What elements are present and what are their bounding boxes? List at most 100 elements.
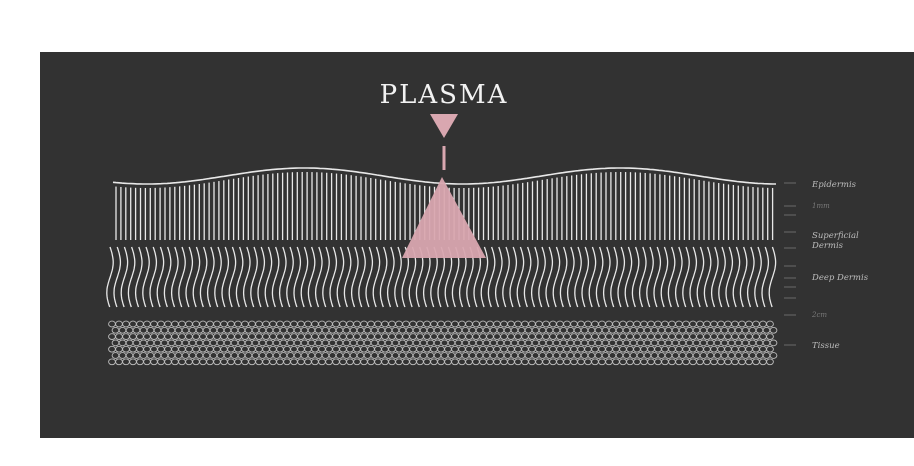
tissue-cell [710, 320, 718, 328]
tissue-cell [633, 333, 641, 340]
tissue-cell [342, 339, 351, 347]
collagen-fiber [631, 246, 640, 308]
tissue-cell [692, 352, 701, 359]
tissue-cell [426, 352, 435, 359]
tissue-cell [192, 358, 200, 366]
tissue-cell [356, 326, 365, 334]
tissue-cell [685, 352, 694, 359]
tissue-cell [174, 326, 183, 334]
tissue-cell [328, 339, 337, 347]
tissue-cell [454, 352, 463, 359]
collagen-fiber [624, 246, 633, 308]
tissue-cell [367, 358, 375, 366]
collagen-fiber [516, 246, 525, 308]
tissue-cell [510, 352, 519, 359]
tissue-cell [349, 352, 358, 359]
tissue-cell [496, 326, 505, 334]
tissue-cell [416, 320, 424, 328]
tissue-cell [146, 326, 155, 334]
tissue-cell [629, 326, 638, 334]
tissue-cell [717, 320, 725, 328]
tissue-cell [430, 345, 438, 353]
tissue-cell [251, 326, 260, 334]
tissue-cell [227, 358, 235, 366]
collagen-fiber [588, 246, 597, 308]
tissue-cell [195, 352, 204, 359]
tissue-cell [255, 320, 263, 328]
tissue-cell [696, 333, 704, 340]
tissue-cell [157, 320, 165, 328]
tissue-cell [451, 358, 459, 366]
collagen-fiber [703, 246, 712, 308]
tissue-cell [262, 345, 270, 353]
tissue-cell [528, 345, 536, 353]
tissue-cell [752, 320, 760, 328]
tissue-cell [363, 326, 372, 334]
collagen-fiber [718, 246, 726, 308]
tissue-cell [370, 326, 379, 334]
tissue-cell [713, 339, 722, 347]
tissue-cell [412, 352, 421, 359]
tissue-cell [339, 358, 347, 366]
tissue-cell [528, 320, 536, 328]
tissue-cell [279, 352, 288, 359]
collagen-fiber [710, 246, 719, 308]
tissue-cell [188, 339, 197, 347]
tissue-cell [430, 320, 438, 328]
collagen-fiber [250, 246, 258, 308]
tissue-cell [479, 320, 487, 328]
tissue-cell [636, 352, 645, 359]
tissue-cell [507, 333, 515, 340]
tissue-cell [703, 333, 711, 340]
tissue-cell [388, 345, 396, 353]
tissue-cell [353, 333, 361, 340]
tissue-cell [178, 345, 186, 353]
tissue-cell [608, 326, 617, 334]
tissue-cell [297, 333, 305, 340]
tissue-cell [419, 326, 428, 334]
tissue-cell [111, 352, 120, 359]
tissue-cell [255, 358, 263, 366]
tissue-cell [230, 339, 239, 347]
tissue-cell [167, 339, 176, 347]
tissue-cell [255, 333, 263, 340]
tissue-cell [524, 326, 533, 334]
tissue-cell [570, 358, 578, 366]
tissue-cell [115, 320, 123, 328]
tissue-cell [633, 358, 641, 366]
depth-label-2cm: 2cm [812, 311, 828, 319]
tissue-cell [573, 352, 582, 359]
tissue-cell [230, 326, 239, 334]
tissue-cell [451, 345, 459, 353]
collagen-fiber [746, 246, 755, 308]
tissue-cell [192, 333, 200, 340]
tissue-cell [118, 352, 127, 359]
collagen-fiber [257, 246, 266, 308]
tissue-cell [216, 352, 225, 359]
tissue-cell [423, 358, 431, 366]
tissue-cell [640, 345, 648, 353]
tissue-cell [570, 345, 578, 353]
tissue-cell [675, 320, 683, 328]
tissue-cell [332, 320, 340, 328]
tissue-cell [381, 345, 389, 353]
tissue-cell [759, 333, 767, 340]
tissue-cell [542, 345, 550, 353]
collagen-fiber [314, 246, 323, 308]
tissue-cell [213, 320, 221, 328]
tissue-cell [143, 345, 151, 353]
tissue-cell [584, 345, 592, 353]
tissue-cell [374, 345, 382, 353]
collagen-fiber [574, 246, 582, 308]
tissue-cell [248, 320, 256, 328]
tissue-cell [297, 358, 305, 366]
tissue-cell [559, 339, 568, 347]
tissue-cell [671, 339, 680, 347]
tissue-cell [514, 320, 522, 328]
tissue-cell [671, 352, 680, 359]
collagen-fiber [286, 246, 294, 308]
tissue-cell [486, 345, 494, 353]
tissue-cell [577, 345, 585, 353]
tissue-cell [703, 358, 711, 366]
